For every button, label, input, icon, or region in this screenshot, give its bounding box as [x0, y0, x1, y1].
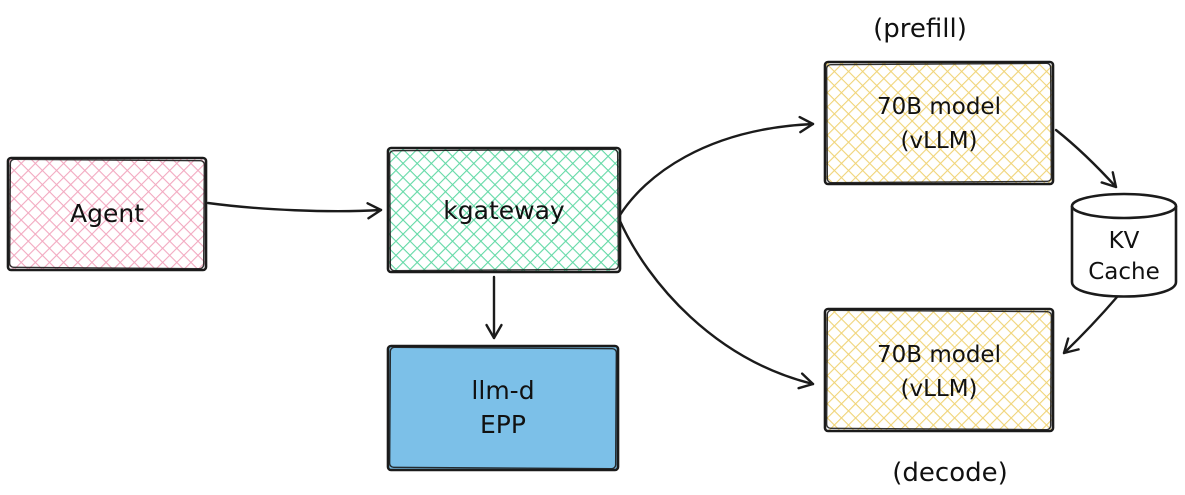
llmd-epp-label-line2: EPP [480, 410, 526, 439]
llmd-epp-label-line1: llm-d [471, 376, 534, 405]
kgateway-box [386, 146, 622, 274]
arrow-prefill-to-kvcache [1054, 128, 1118, 189]
kgateway-label: kgateway [443, 196, 565, 225]
arrow-agent-to-kgateway [206, 201, 383, 220]
arrow-kvcache-to-decode [1062, 295, 1119, 355]
llmd-epp-box-sketch [388, 346, 618, 470]
decode-model-label-line1: 70B model [877, 342, 1001, 368]
kgateway-box-sketch [388, 148, 620, 272]
prefill-model-box [823, 60, 1055, 186]
edges [206, 115, 1119, 390]
prefill-model-label-line2: (vLLM) [900, 128, 977, 154]
decode-model-box-sketch [825, 309, 1053, 431]
decode-annotation: (decode) [892, 458, 1008, 488]
agent-box [6, 156, 208, 272]
agent-label: Agent [70, 199, 144, 228]
arrow-kgateway-to-prefill [618, 115, 815, 217]
agent-node: Agent [6, 156, 208, 272]
llmd-epp-box [386, 344, 620, 472]
prefill-model-label-line1: 70B model [877, 94, 1001, 120]
kgateway-node: kgateway [386, 146, 622, 274]
prefill-model-node: (prefill) 70B model (vLLM) [823, 14, 1055, 186]
prefill-model-box-sketch [825, 62, 1053, 184]
decode-model-label-line2: (vLLM) [900, 376, 977, 402]
arrow-kgateway-to-decode [618, 219, 815, 390]
decode-model-box [823, 307, 1055, 433]
prefill-annotation: (prefill) [873, 14, 967, 44]
kv-cache-cylinder-body [1070, 206, 1178, 298]
kv-cache-node: KV Cache [1070, 192, 1178, 298]
decode-model-node: 70B model (vLLM) (decode) [823, 307, 1055, 488]
kv-cache-label-line2: Cache [1088, 259, 1160, 285]
agent-box-sketch [8, 158, 206, 270]
kv-cache-label-line1: KV [1109, 228, 1140, 254]
llmd-epp-node: llm-d EPP [386, 344, 620, 472]
kv-cache-cylinder-top [1070, 192, 1178, 220]
